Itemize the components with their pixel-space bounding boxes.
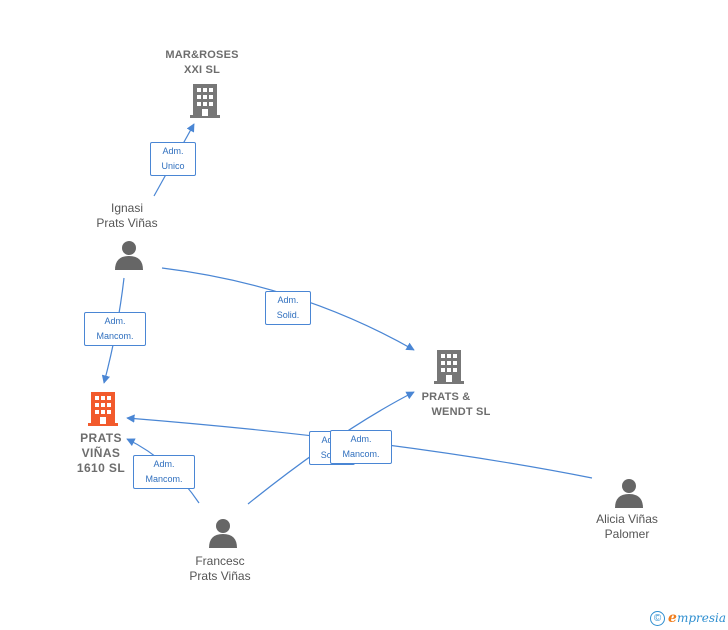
building-icon[interactable] [88, 392, 118, 426]
node-label-alicia: Alicia Viñas Palomer [577, 512, 677, 542]
person-icon[interactable] [208, 518, 238, 548]
edge-label-francesc-pratsvinas: Adm. Mancom. [133, 455, 195, 489]
pratswendt-name-line2: WENDT SL [431, 406, 491, 418]
marroses-name-line2: XXI SL [183, 64, 221, 76]
person-icon[interactable] [614, 478, 644, 508]
node-label-francesc: Francesc Prats Viñas [170, 554, 270, 584]
footer-brand[interactable]: ©empresia [650, 610, 726, 626]
alicia-name-line1: Alicia Viñas [596, 512, 658, 526]
edge-label-ignasi-pratsvinas: Adm. Mancom. [84, 312, 146, 346]
person-icon[interactable] [114, 240, 144, 270]
francesc-name-line2: Prats Viñas [189, 569, 251, 583]
edge-label-line1: Adm. [350, 434, 372, 444]
pratswendt-name-line1: PRATS & [421, 391, 471, 403]
node-label-ignasi: Ignasi Prats Viñas [77, 201, 177, 231]
edge-label-line2: Mancom. [145, 474, 183, 484]
edge-label-line2: Mancom. [342, 449, 380, 459]
node-label-pratswendt: PRATS & WENDT SL [396, 390, 496, 420]
edge-label-line2: Solid. [276, 310, 300, 320]
marroses-name-line1: MAR&ROSES [165, 49, 239, 61]
edge-label-line1: Adm. [162, 146, 184, 156]
edge-label-line1: Adm. [277, 295, 299, 305]
pratsvinas-name-line3: 1610 SL [76, 461, 126, 475]
pratsvinas-name-line1: PRATS [80, 431, 122, 445]
ignasi-name-line2: Prats Viñas [96, 216, 158, 230]
edge-label-line2: Unico [161, 161, 185, 171]
edge-label-line1: Adm. [153, 459, 175, 469]
edge-label-line1: Adm. [104, 316, 126, 326]
node-label-pratsvinas: PRATS VIÑAS 1610 SL [61, 431, 141, 476]
building-icon[interactable] [190, 84, 220, 118]
edge-label-ignasi-marroses: Adm. Unico [150, 142, 196, 176]
brand-initial: e [668, 609, 677, 626]
node-label-marroses: MAR&ROSES XXI SL [152, 48, 252, 78]
ignasi-name-line1: Ignasi [110, 201, 144, 215]
edge-label-line2: Mancom. [96, 331, 134, 341]
copyright-icon: © [650, 611, 666, 626]
brand-logo: empresia [668, 609, 726, 626]
brand-rest: mpresia [676, 610, 726, 625]
edge-label-alicia-pratsvinas: Adm. Mancom. [330, 430, 392, 464]
alicia-name-line2: Palomer [604, 527, 650, 541]
edge-label-ignasi-pratswendt: Adm. Solid. [265, 291, 311, 325]
pratsvinas-name-line2: VIÑAS [81, 446, 121, 460]
francesc-name-line1: Francesc [195, 554, 245, 568]
building-icon[interactable] [434, 350, 464, 384]
